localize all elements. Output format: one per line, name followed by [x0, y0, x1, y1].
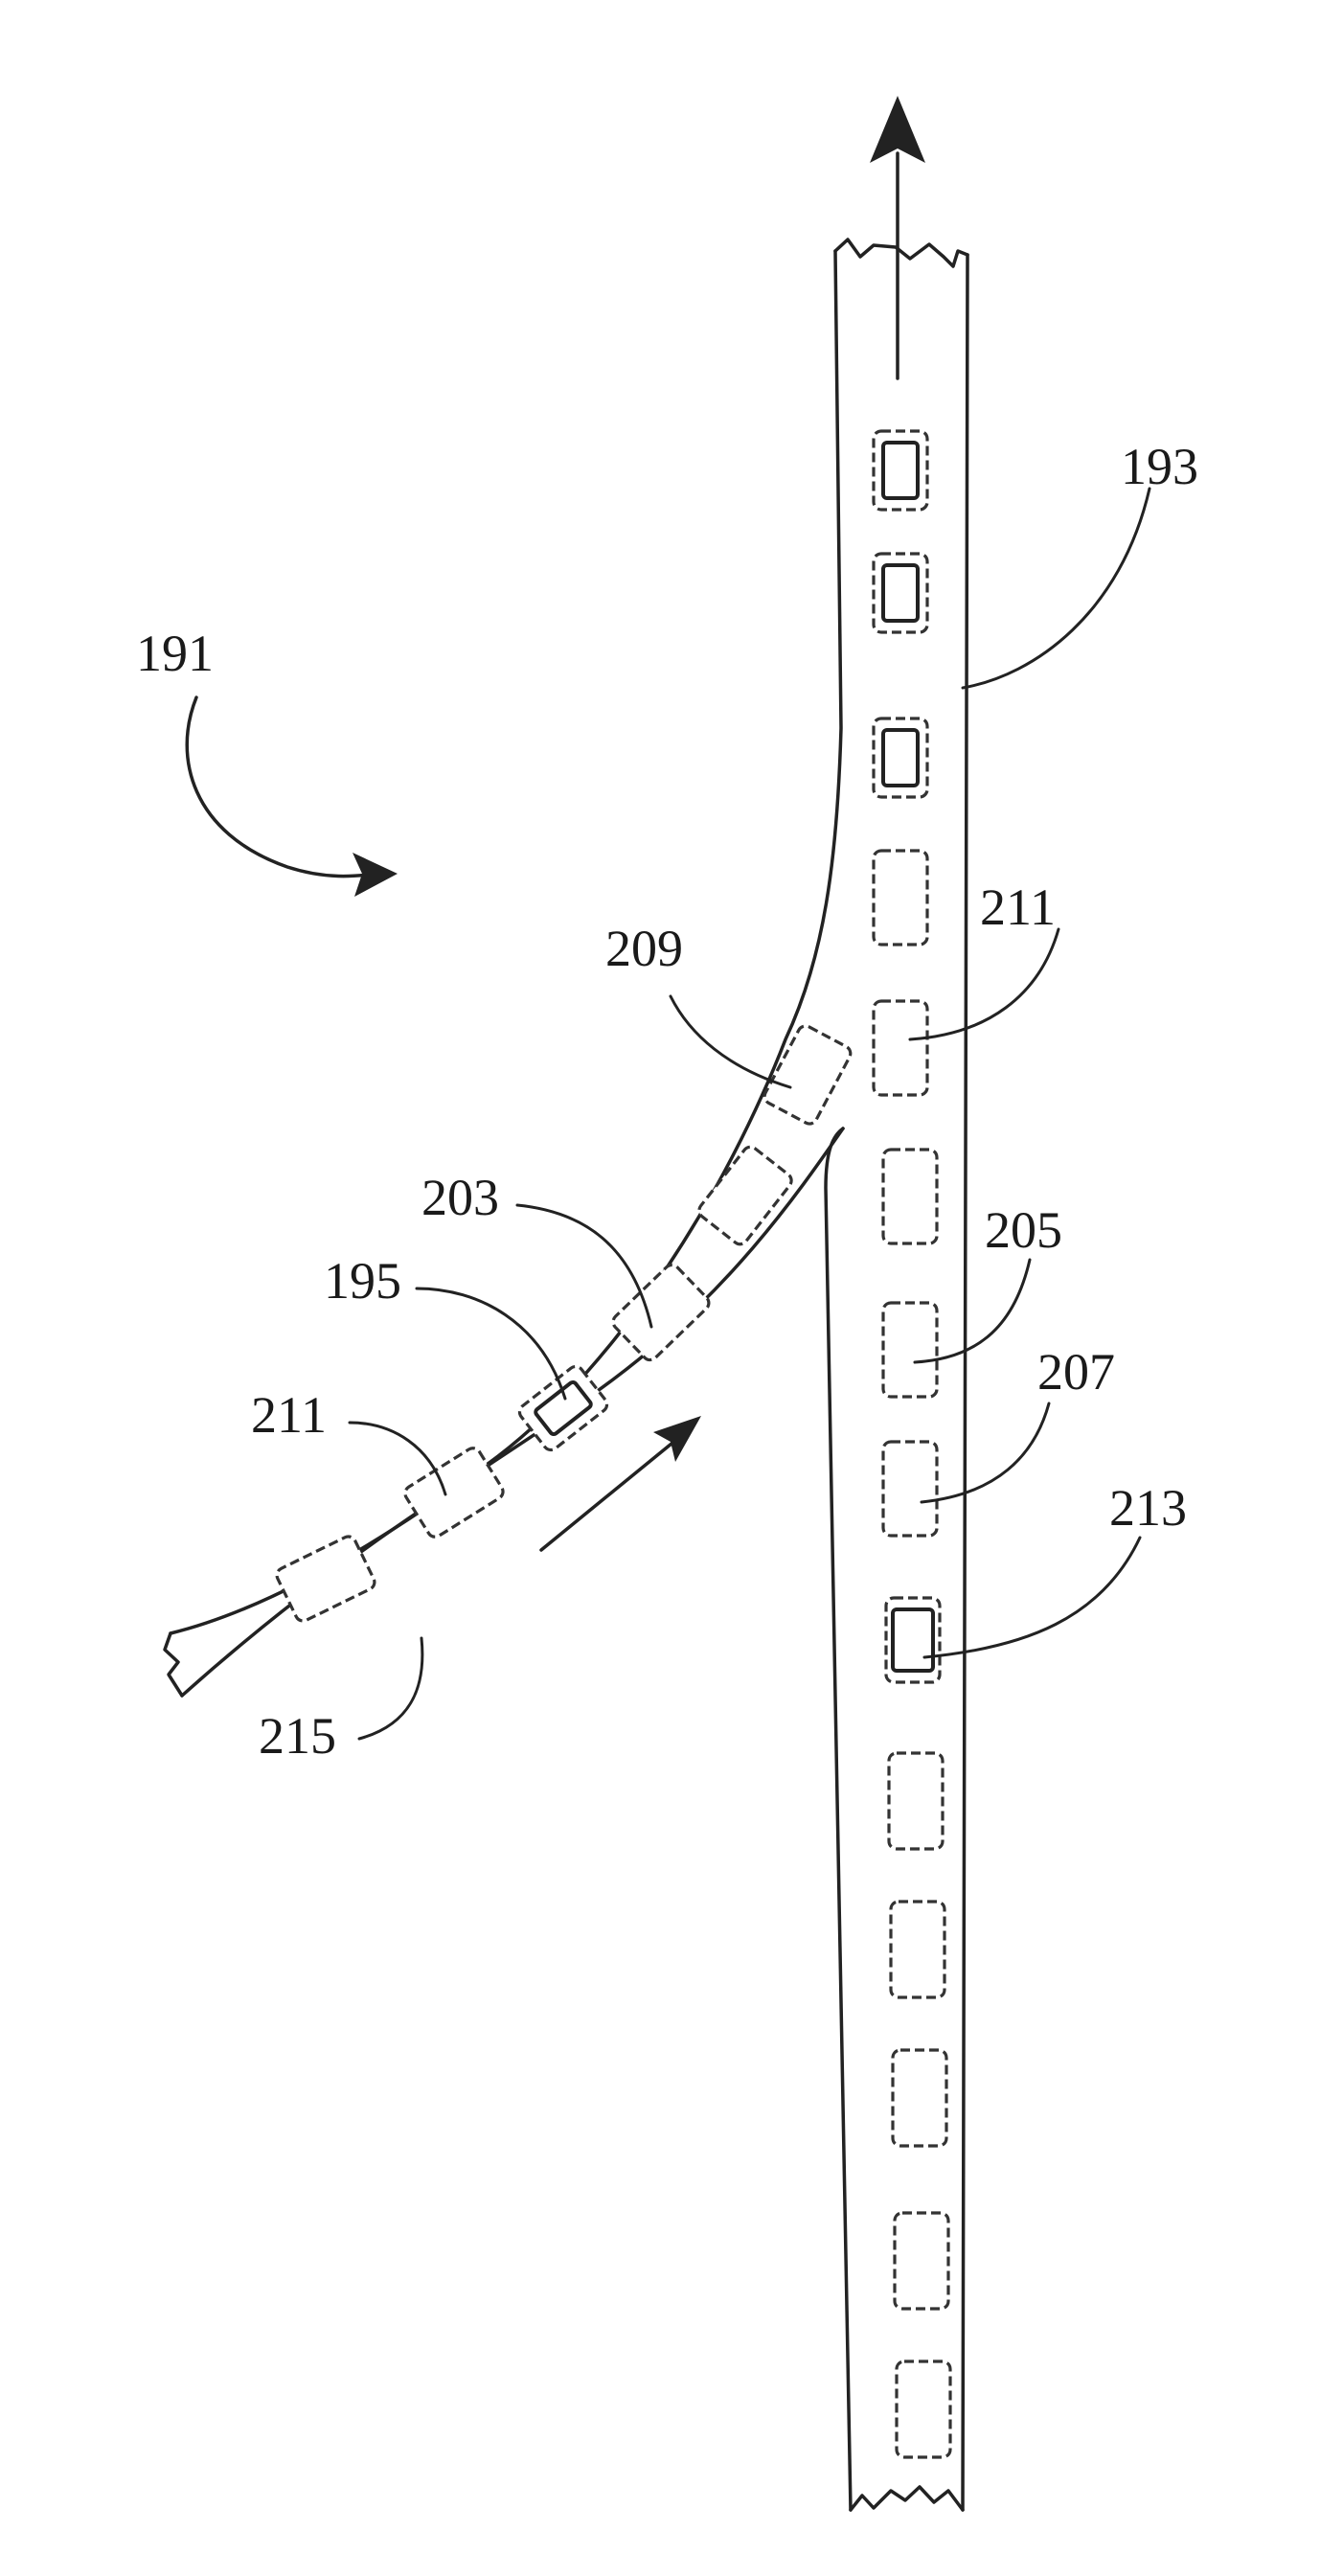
label-211-lower: 211	[251, 1386, 327, 1444]
empty-pocket	[874, 851, 927, 945]
component-part-213	[893, 1609, 933, 1671]
branch-pocket-211	[402, 1446, 506, 1540]
branch-feed-arrow-head	[653, 1416, 701, 1462]
label-203: 203	[421, 1169, 499, 1226]
label-213: 213	[1109, 1479, 1187, 1537]
leader-193	[963, 489, 1150, 688]
branch-feed-arrow-shaft	[541, 1435, 682, 1550]
leader-213	[924, 1538, 1140, 1657]
label-211-upper: 211	[980, 878, 1056, 936]
empty-pocket-207	[883, 1442, 937, 1536]
empty-pocket	[895, 2213, 948, 2309]
feed-direction-arrows	[187, 96, 925, 1550]
branch-pocket	[696, 1144, 795, 1247]
label-215: 215	[259, 1707, 336, 1765]
empty-pocket-205	[883, 1303, 937, 1397]
label-191: 191	[136, 625, 214, 682]
assembly-indicator-curve	[187, 697, 378, 877]
tape-right-edge	[963, 255, 967, 2510]
component-part-3	[883, 730, 918, 786]
component-part-1	[883, 443, 918, 498]
leader-207	[922, 1403, 1049, 1502]
label-195: 195	[324, 1252, 401, 1310]
leader-195	[417, 1288, 565, 1399]
label-207: 207	[1037, 1343, 1115, 1401]
tape-bottom-break	[851, 2487, 963, 2510]
empty-pocket	[889, 1753, 943, 1849]
empty-pocket-211	[874, 1001, 927, 1095]
leader-211-upper	[910, 929, 1058, 1039]
tape-lower-left-edge	[826, 1128, 851, 2510]
empty-pocket	[893, 2050, 946, 2146]
branch-pocket-203	[610, 1262, 712, 1363]
leader-215	[359, 1638, 422, 1739]
label-193: 193	[1121, 438, 1198, 495]
label-205: 205	[985, 1201, 1062, 1259]
tape-top-break	[835, 239, 967, 266]
empty-pocket	[897, 2361, 950, 2457]
label-209: 209	[605, 920, 683, 977]
leader-lines	[350, 489, 1150, 1739]
empty-pocket	[891, 1902, 945, 1997]
branch-break	[165, 1633, 182, 1696]
component-part-2	[883, 565, 918, 621]
branch-pocket-209	[762, 1023, 853, 1127]
empty-pocket	[883, 1150, 937, 1243]
main-tape-pockets	[874, 431, 950, 2457]
